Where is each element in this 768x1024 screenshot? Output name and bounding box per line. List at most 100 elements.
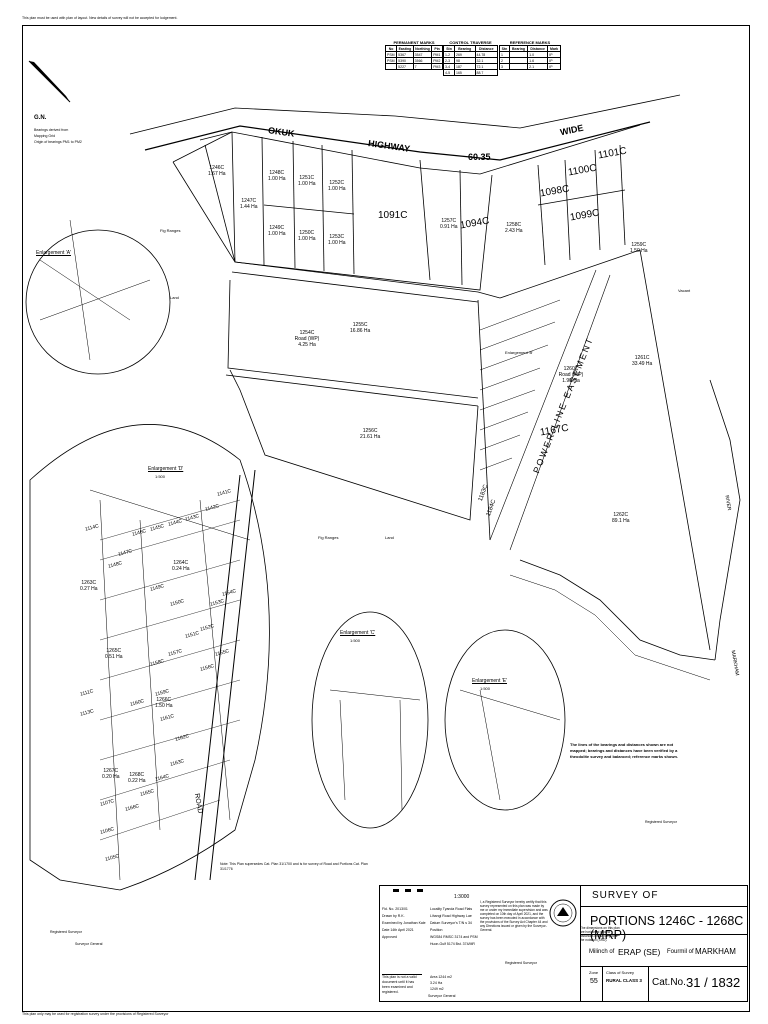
north-arrow-icon (28, 60, 71, 103)
right-note-signature: Registered Surveyor (645, 820, 677, 824)
tb-fourmil-label: Fourmil of (667, 949, 694, 955)
tb-disclaimer: This plan is not a valid document until … (382, 974, 422, 995)
tb-survey-of: SURVEY OF (592, 890, 659, 901)
label-fig-ranges-1: Fig Ranges (160, 228, 181, 233)
parcel-label: 1267C (103, 768, 119, 774)
tb-zone-label: Zone (589, 970, 599, 975)
tb-field-row: Lihangi Road Highway Lae (430, 914, 472, 918)
permanent-marks-title: PERMANENT MARKS (393, 40, 435, 45)
tb-milinch-label: Milinch of (589, 949, 615, 955)
label-land-2: Land (385, 535, 394, 540)
tb-examined: Surveyor General (428, 994, 456, 998)
divider-4 (602, 966, 603, 1001)
tb-field-row: WGS84 RMSC 3174 and PSM (430, 935, 478, 939)
reference-marks-title: REFERENCE MARKS (509, 40, 551, 45)
tb-cat-no: 31 / 1832 (686, 975, 741, 990)
divider-2 (580, 934, 747, 935)
table-cell: 165 (454, 69, 476, 76)
bottom-note: This plan only may be used for registrat… (22, 1012, 169, 1016)
tb-field-row: Drawn by R.K. (382, 914, 405, 918)
parcel-label: 1265C (106, 648, 122, 654)
tb-field-row: Approved (382, 935, 397, 939)
enlargement-e-ratio: 1:500 (480, 686, 491, 691)
table-cell: 88.7 (474, 69, 498, 76)
tb-field-row: Huon-Gulf 5174 Bst. 374/MR (430, 942, 475, 946)
north-notes: Bearings derived from Mapping Grid Origi… (34, 127, 82, 145)
north-note-1: Bearings derived from (34, 128, 69, 132)
top-note: This plan must be used with plan of layo… (22, 16, 178, 20)
parcel-area: 0.24 Ha (172, 566, 190, 572)
tb-cat-label: Cat.No. (652, 977, 686, 988)
tb-field-row: Examined by Jonathan Kale (382, 921, 426, 925)
tb-field-row: Locality Tyanda Road Flats (430, 907, 473, 911)
table-cell (384, 63, 398, 70)
parcel-label: 1263C (81, 580, 97, 586)
parcel-area: 0.27 Ha (80, 586, 98, 592)
road-label-width: 60.35 (468, 152, 491, 162)
parcel-area: 0.51 Ha (105, 654, 123, 660)
tb-field-row: Fld. No. 2013/01 (382, 907, 408, 911)
enlargement-c-label: Enlargement 'C' (340, 630, 376, 636)
tb-class: RURAL CLASS 3 (606, 978, 642, 983)
tb-milinch: ERAP (SE) (618, 947, 661, 957)
parcel-area: 0.20 Ha (102, 774, 120, 780)
tb-field-row: Datum Surveyor's T/N s 34 (430, 921, 472, 925)
north-note-2: Mapping Grid (34, 134, 56, 138)
tb-zone: 55 (590, 978, 598, 985)
tb-fourmil: MARKHAM (695, 947, 736, 956)
parcel-label: 1268C (129, 772, 145, 778)
label-vacant: Vacant (678, 288, 691, 293)
enlargement-d-label: Enlargement 'D' (148, 466, 184, 472)
tb-certificate: I, a Registered Surveyor hereby certify … (480, 900, 548, 932)
parcel-label: 1264C (173, 560, 189, 566)
left-signature-1: Registered Surveyor (50, 930, 82, 934)
tb-class-label: Class of Survey (606, 970, 635, 975)
enlargement-e-label: Enlargement 'E' (472, 678, 507, 684)
tb-field-row: 3.24 Ha (430, 981, 443, 985)
divider-title (580, 886, 581, 1001)
divider-3 (580, 966, 747, 967)
tb-field-row: 1249 m2 (430, 987, 444, 991)
north-label: G.N. (34, 115, 47, 121)
divider-5 (648, 966, 649, 1001)
table-cell: PM3 (431, 63, 443, 70)
left-signature-2: Surveyor General (75, 942, 103, 946)
tb-portions: PORTIONS 1246C - 1268C (MRP) (590, 914, 744, 942)
right-note: The lines of the bearings and distances … (570, 742, 679, 759)
divider-1 (580, 906, 747, 907)
label-land-1: Land (170, 295, 179, 300)
control-traverse-title: CONTROL TRAVERSE (449, 40, 492, 45)
tb-cert-sig: Registered Surveyor (505, 961, 537, 965)
table-cell: IP (547, 63, 561, 70)
enlargement-c-ratio: 1:500 (350, 638, 361, 643)
bottom-plan-note: Note: This Plan supersedes Cat. Plan 31/… (220, 862, 368, 871)
